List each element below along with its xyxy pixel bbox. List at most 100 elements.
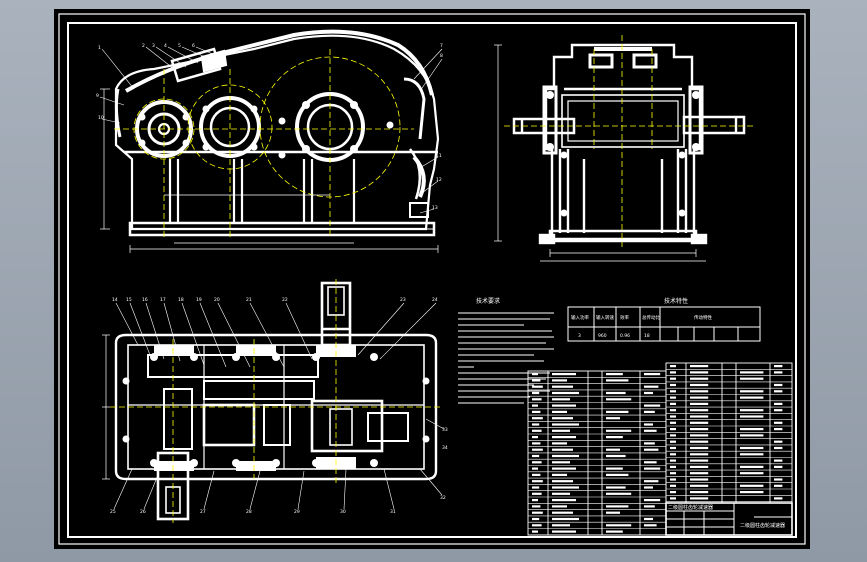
parts-text-mark — [690, 409, 709, 412]
tech-characteristics-table: 技术特性 输入功率 输入转速 效率 总传动比 — [567, 297, 761, 342]
part-balloon: 18 — [178, 297, 184, 303]
parts-text-mark — [740, 409, 764, 412]
parts-text-mark — [690, 383, 709, 387]
char-header-1: 输入功率 — [571, 314, 589, 321]
parts-text-mark — [670, 383, 676, 387]
part-balloon: 5 — [178, 43, 181, 49]
parts-text-mark — [532, 530, 538, 533]
parts-text-mark — [690, 446, 709, 450]
parts-text-mark — [644, 499, 661, 502]
parts-text-mark — [606, 511, 620, 514]
part-balloon: 10 — [98, 115, 104, 121]
parts-text-mark — [532, 436, 538, 439]
tech-requirements: 技术要求 — [458, 297, 554, 404]
part-balloon: 6 — [192, 43, 195, 49]
parts-text-mark — [552, 417, 573, 420]
parts-text-mark — [774, 402, 783, 405]
parts-text-mark — [774, 478, 783, 481]
side-view — [512, 43, 746, 245]
parts-text-mark — [552, 373, 576, 376]
parts-text-mark — [690, 440, 709, 443]
parts-text-mark — [690, 434, 709, 437]
parts-text-mark — [690, 371, 709, 374]
parts-text-mark — [774, 440, 783, 443]
parts-text-mark — [532, 461, 542, 464]
parts-text-mark — [670, 402, 676, 405]
outer-border — [58, 13, 806, 545]
parts-text-mark — [532, 417, 543, 420]
parts-text-mark — [532, 410, 541, 413]
parts-text-mark — [740, 472, 764, 475]
parts-text-mark — [644, 442, 655, 445]
parts-text-mark — [690, 459, 709, 462]
parts-text-mark — [690, 415, 709, 418]
parts-text-mark — [644, 373, 661, 376]
parts-text-mark — [690, 365, 709, 368]
part-balloon: 33 — [442, 427, 448, 433]
parts-text-mark — [644, 404, 661, 407]
top-view-leaders — [113, 302, 445, 510]
top-view — [114, 281, 438, 521]
parts-text-mark — [552, 442, 567, 445]
parts-text-mark — [740, 484, 764, 487]
parts-text-mark — [740, 434, 764, 437]
parts-text-mark — [606, 505, 629, 508]
parts-text-mark — [774, 383, 783, 387]
parts-text-mark — [670, 365, 676, 368]
part-balloon: 16 — [142, 297, 148, 303]
parts-text-mark — [532, 442, 541, 445]
part-balloon: 3 — [152, 43, 155, 49]
parts-text-mark — [532, 448, 543, 451]
parts-text-mark — [552, 398, 570, 401]
parts-text-mark — [606, 379, 629, 382]
front-view-dimensions — [100, 88, 439, 253]
parts-text-mark — [552, 499, 576, 502]
parts-text-mark — [690, 497, 709, 500]
parts-text-mark — [552, 461, 570, 464]
side-view-dimensions — [494, 44, 706, 262]
parts-text-mark — [532, 423, 540, 426]
parts-text-mark — [740, 428, 764, 431]
parts-list-rows — [528, 368, 792, 536]
parts-text-mark — [670, 377, 676, 380]
parts-text-mark — [606, 410, 629, 413]
parts-text-mark — [532, 511, 543, 514]
side-view-centerlines — [504, 35, 754, 247]
parts-text-mark — [552, 385, 573, 388]
parts-text-mark — [670, 421, 676, 424]
part-balloon: 19 — [196, 297, 202, 303]
parts-text-mark — [774, 365, 783, 368]
part-balloon: 4 — [164, 43, 167, 49]
parts-text-mark — [532, 517, 540, 521]
part-balloon: 11 — [436, 153, 442, 159]
parts-text-mark — [690, 472, 709, 475]
part-balloon: 13 — [432, 205, 438, 211]
tech-requirements-title: 技术要求 — [476, 297, 500, 305]
part-balloon: 1 — [98, 45, 101, 51]
parts-text-mark — [670, 428, 676, 431]
parts-text-mark — [670, 453, 676, 456]
parts-text-mark — [740, 371, 764, 374]
parts-text-mark — [532, 486, 540, 489]
parts-text-mark — [774, 497, 783, 500]
part-balloon: 7 — [440, 43, 443, 49]
part-balloon: 14 — [112, 297, 118, 303]
parts-text-mark — [644, 505, 655, 508]
parts-text-mark — [552, 448, 573, 451]
parts-list-text — [532, 365, 783, 533]
part-balloon: 21 — [246, 297, 252, 303]
parts-text-mark — [644, 517, 653, 521]
parts-text-mark — [606, 492, 632, 495]
parts-text-mark — [644, 448, 659, 451]
parts-text-mark — [552, 423, 579, 426]
parts-text-mark — [774, 446, 783, 450]
tech-characteristics-title: 技术特性 — [664, 297, 688, 305]
parts-text-mark — [644, 480, 659, 483]
parts-text-mark — [606, 373, 623, 376]
parts-text-mark — [532, 404, 538, 407]
parts-text-mark — [552, 379, 567, 382]
part-balloon: 30 — [340, 509, 346, 515]
parts-text-mark — [552, 524, 570, 527]
front-view-leaders — [99, 46, 443, 214]
